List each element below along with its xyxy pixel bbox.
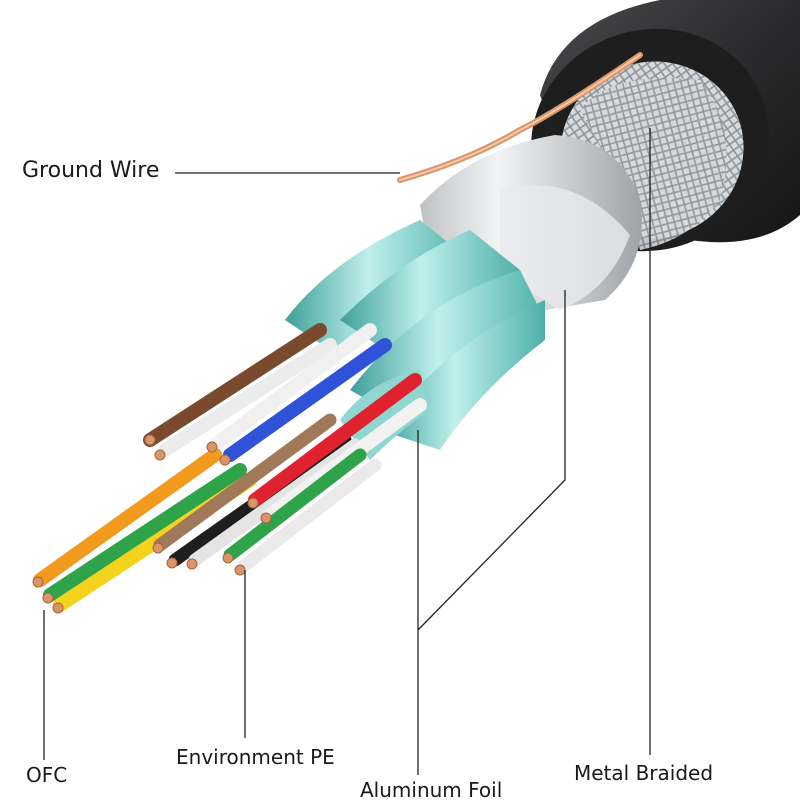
label-environment-pe: Environment PE xyxy=(176,745,335,769)
leader-lines xyxy=(43,128,651,775)
label-metal-braided: Metal Braided xyxy=(574,761,714,785)
wire-pair-brown-white xyxy=(143,323,337,457)
label-aluminum-foil: Aluminum Foil xyxy=(360,778,503,800)
label-ground-wire: Ground Wire xyxy=(22,158,160,183)
wire-pair-green-white xyxy=(223,448,382,572)
label-ofc: OFC xyxy=(26,763,68,787)
wire-pair-blue-white xyxy=(208,323,392,462)
leader-aluminum-foil xyxy=(417,290,566,775)
copper-conductor-tips xyxy=(32,434,272,614)
